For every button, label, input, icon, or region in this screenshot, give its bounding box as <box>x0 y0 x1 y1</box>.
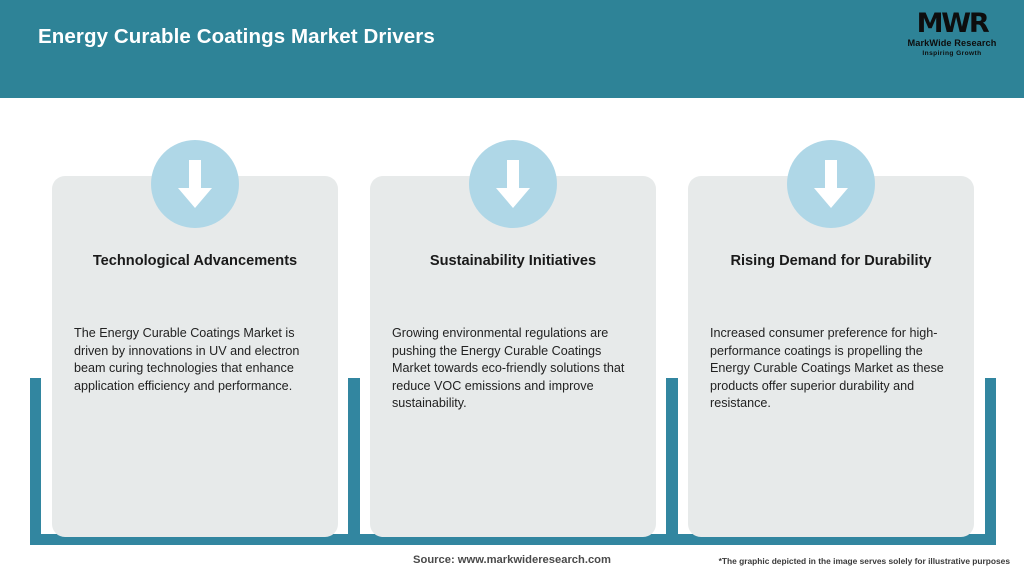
down-arrow-icon <box>787 140 875 228</box>
brand-logo: MWR MarkWide Research Inspiring Growth <box>896 9 1008 63</box>
down-arrow-icon <box>151 140 239 228</box>
driver-card-title: Sustainability Initiatives <box>429 253 597 269</box>
driver-card-body: Increased consumer preference for high-p… <box>710 326 944 411</box>
driver-card-title: Technological Advancements <box>92 253 298 269</box>
down-arrow-icon <box>469 140 557 228</box>
driver-card-group-2: Sustainability Initiatives Growing envir… <box>348 140 678 545</box>
header-bar: Energy Curable Coatings Market Drivers M… <box>0 0 1024 98</box>
logo-company-name: MarkWide Research <box>907 38 997 48</box>
driver-card: Sustainability Initiatives Growing envir… <box>370 140 656 537</box>
logo-monogram: MWR <box>916 8 990 39</box>
driver-card-group-3: Rising Demand for Durability Increased c… <box>666 140 996 545</box>
driver-card-body: The Energy Curable Coatings Market is dr… <box>74 326 300 393</box>
card-accent-frame <box>666 378 996 545</box>
driver-card-group-1: Technological Advancements The Energy Cu… <box>30 140 360 545</box>
driver-card: Rising Demand for Durability Increased c… <box>688 140 974 537</box>
driver-card-body: Growing environmental regulations are pu… <box>392 326 625 411</box>
disclaimer-note: *The graphic depicted in the image serve… <box>718 556 1010 566</box>
driver-card-title: Rising Demand for Durability <box>730 253 932 269</box>
logo-tagline: Inspiring Growth <box>922 50 982 57</box>
driver-card: Technological Advancements The Energy Cu… <box>52 140 338 537</box>
page-title: Energy Curable Coatings Market Drivers <box>38 25 435 48</box>
source-label: Source: www.markwideresearch.com <box>413 554 611 566</box>
